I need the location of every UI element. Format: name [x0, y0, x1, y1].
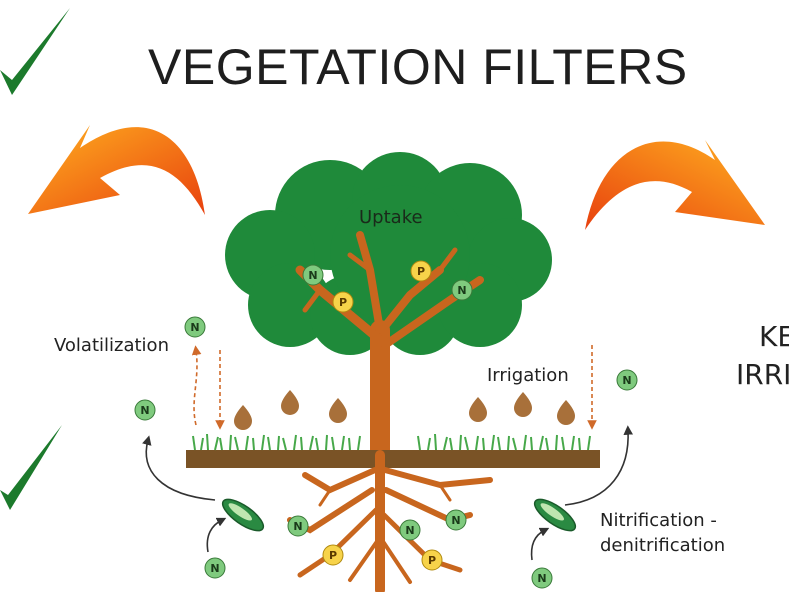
svg-text:N: N	[405, 524, 414, 537]
nutrient-n-8: N	[287, 515, 309, 537]
soil-layer	[186, 450, 600, 468]
nutrient-n-10: N	[399, 519, 421, 541]
svg-text:N: N	[140, 404, 149, 417]
svg-text:N: N	[190, 321, 199, 334]
nutrient-p-4: P	[421, 549, 443, 571]
label-irrigation: Irrigation	[487, 365, 569, 386]
nitrogen-cycle-arrows	[142, 425, 634, 561]
svg-text:P: P	[329, 549, 337, 562]
nutrient-n-3: N	[204, 557, 226, 579]
check-icon-top	[0, 8, 70, 95]
nutrient-p-1: P	[332, 291, 354, 313]
nutrient-n-6: N	[302, 264, 324, 286]
svg-text:N: N	[622, 374, 631, 387]
svg-text:P: P	[417, 265, 425, 278]
svg-text:N: N	[308, 269, 317, 282]
svg-text:N: N	[210, 562, 219, 575]
label-nitrification: Nitrification -	[600, 510, 717, 531]
volatilization-arrows	[191, 345, 225, 430]
tree-trunk	[295, 231, 484, 460]
label-uptake: Uptake	[359, 207, 423, 228]
svg-text:N: N	[293, 520, 302, 533]
check-icon-bottom	[0, 425, 62, 510]
bacteria-icon-left	[221, 498, 265, 532]
svg-text:N: N	[457, 284, 466, 297]
page-title: VEGETATION FILTERS	[148, 39, 688, 95]
nutrient-p-3: P	[322, 544, 344, 566]
curved-arrow-right-icon	[585, 140, 765, 230]
nutrient-p-2: P	[410, 260, 432, 282]
label-volatilization: Volatilization	[54, 335, 169, 356]
bacteria-icon-right	[533, 498, 577, 532]
cut-text-line-1: KE	[759, 320, 789, 353]
nutrient-n-7: N	[451, 279, 473, 301]
nutrient-n-4: N	[616, 369, 638, 391]
svg-text:N: N	[537, 572, 546, 585]
svg-text:P: P	[339, 296, 347, 309]
cut-text-line-2: IRRI	[736, 358, 789, 391]
nutrient-n-2: N	[134, 399, 156, 421]
label-denitrification: denitrification	[600, 535, 726, 556]
water-drop-icons	[234, 390, 575, 430]
nutrient-n-5: N	[531, 567, 553, 589]
nutrient-n-1: N	[184, 316, 206, 338]
nutrient-n-9: N	[445, 509, 467, 531]
svg-text:P: P	[428, 554, 436, 567]
curved-arrow-left-icon	[28, 125, 205, 215]
grass	[192, 433, 591, 451]
tree-foliage	[225, 152, 552, 355]
svg-text:N: N	[451, 514, 460, 527]
